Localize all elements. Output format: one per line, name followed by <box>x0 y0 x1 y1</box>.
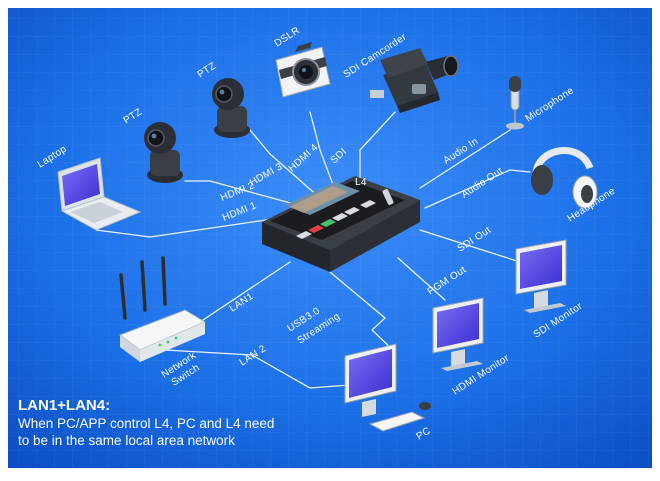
sdi-monitor-icon <box>515 239 567 313</box>
usb-streaming-line <box>329 271 394 351</box>
pgm-out-line <box>397 257 446 301</box>
sdi-camcorder-icon <box>370 48 459 113</box>
l4-switcher-device: L4 <box>262 176 420 272</box>
hdmi2-line <box>184 180 306 208</box>
lan2-line <box>164 349 351 389</box>
connection-lines <box>95 111 531 389</box>
sdi-out-line <box>419 229 521 263</box>
pc-icon <box>344 343 431 432</box>
ptz-camera-2-icon <box>212 78 250 138</box>
network-switch-icon <box>118 256 207 362</box>
laptop-icon <box>57 157 142 231</box>
hdmi-monitor-icon <box>432 297 484 371</box>
caption-title: LAN1+LAN4: <box>18 397 111 414</box>
headphone-icon <box>531 147 598 209</box>
caption-line-2: to be in the same local area network <box>18 433 235 448</box>
microphone-icon <box>506 76 524 130</box>
hdmi1-line <box>95 214 301 238</box>
hdmi3-line <box>249 129 321 199</box>
ptz-camera-1-icon <box>144 122 183 183</box>
dslr-camera-icon <box>275 42 331 98</box>
hdmi4-line <box>309 111 336 191</box>
lan1-line <box>199 261 291 323</box>
switcher-logo: L4 <box>355 177 367 188</box>
caption-line-1: When PC/APP control L4, PC and L4 need <box>18 416 275 431</box>
lan-caption: LAN1+LAN4: When PC/APP control L4, PC an… <box>18 396 418 449</box>
sdi-line <box>359 111 396 181</box>
audio-out-line <box>424 169 531 209</box>
